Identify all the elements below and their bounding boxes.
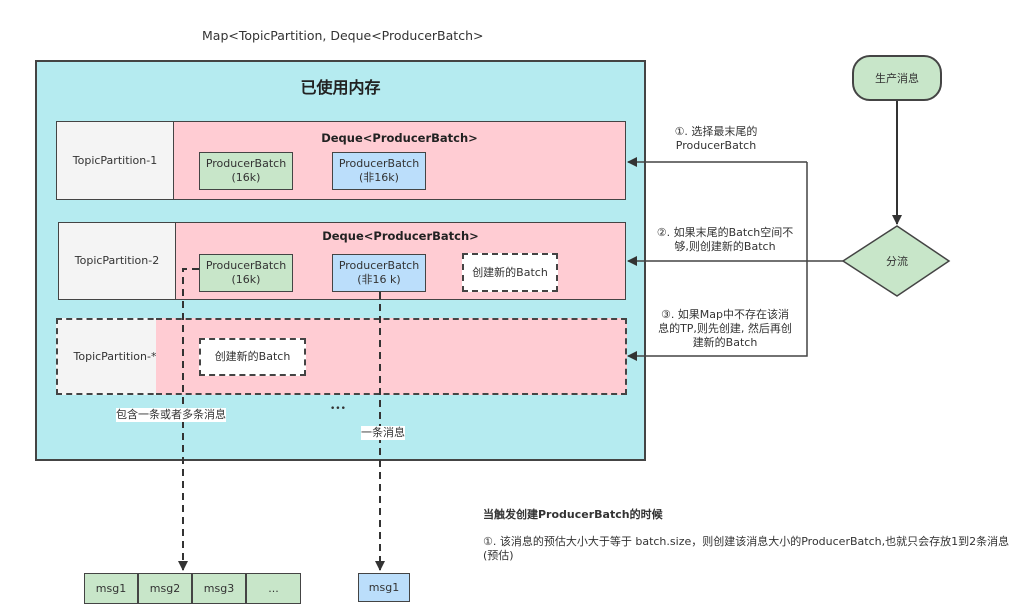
producer-batch-16k: ProducerBatch (16k) [199, 254, 293, 292]
new-batch-placeholder: 创建新的Batch [462, 253, 558, 292]
partition-name: TopicPartition-1 [72, 153, 158, 167]
diagram-title: Map<TopicPartition, Deque<ProducerBatch> [202, 28, 484, 43]
message-cell: ... [246, 573, 301, 604]
rule-2-text: ②. 如果末尾的Batch空间不 够,则创建新的Batch [656, 226, 794, 253]
deque-label: Deque<ProducerBatch> [321, 131, 478, 145]
decision-label: 分流 [886, 255, 908, 268]
used-memory-label: 已使用内存 [300, 78, 381, 97]
topic-partition-2: TopicPartition-2 [58, 222, 176, 300]
deque-label: Deque<ProducerBatch> [322, 229, 479, 243]
producer-batch-non16k: ProducerBatch (非16 k) [332, 254, 426, 292]
note-heading: 当触发创建ProducerBatch的时候 [483, 508, 663, 521]
message-cell: msg3 [192, 573, 246, 604]
start-node-produce-message: 生产消息 [852, 55, 942, 101]
producer-batch-16k: ProducerBatch (16k) [199, 152, 293, 190]
topic-partition-new: TopicPartition-* [56, 318, 174, 395]
ellipsis: ••• [330, 404, 346, 414]
multi-msg-label: 包含一条或者多条消息 [116, 408, 226, 422]
rule-3-text: ③. 如果Map中不存在该消 息的TP,则先创建, 然后再创 建新的Batch [658, 308, 792, 349]
message-cell: msg2 [138, 573, 192, 604]
partition-name: TopicPartition-* [73, 349, 157, 363]
note-item-1: ①. 该消息的预估大小大于等于 batch.size，则创建该消息大小的Prod… [483, 535, 1010, 562]
message-cell: msg1 [84, 573, 138, 604]
single-msg-label: 一条消息 [361, 426, 405, 440]
producer-batch-non16k: ProducerBatch (非16k) [332, 152, 426, 190]
single-message-cell: msg1 [358, 573, 410, 602]
rule3-arrow [627, 162, 808, 361]
partition-name: TopicPartition-2 [74, 254, 160, 267]
multi-msg-line [178, 268, 199, 571]
multi-message-array: msg1 msg2 msg3 ... [84, 573, 301, 604]
rule-1-text: ①. 选择最末尾的 ProducerBatch [674, 125, 758, 152]
decision-diamond [841, 225, 951, 297]
new-batch-placeholder: 创建新的Batch [199, 338, 306, 376]
